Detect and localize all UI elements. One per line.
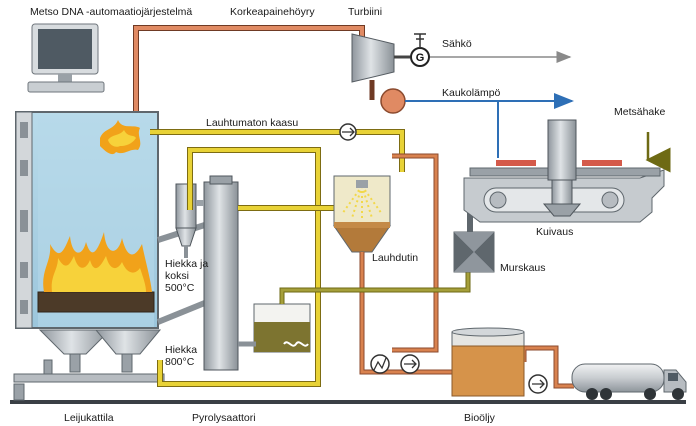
chip-feed-pipe — [279, 272, 471, 304]
hot-sand-label: Hiekka 800°C — [165, 344, 198, 368]
electricity-label: Sähkö — [442, 38, 472, 50]
cooler-wave-icon — [373, 357, 387, 371]
boiler-label: Leijukattila — [64, 412, 114, 424]
computer-icon — [27, 23, 105, 93]
ground-line — [10, 400, 686, 404]
dna-label: Metso DNA -automaatiojärjestelmä — [30, 6, 193, 18]
feed-screw — [238, 303, 311, 353]
forest-chips-label: Metsähake — [614, 106, 666, 118]
pyrolysis-label: Pyrolysaattori — [192, 412, 256, 424]
drying-label: Kuivaus — [536, 226, 574, 238]
bio-oil-label: Bioöljy — [464, 412, 495, 424]
dryer — [463, 119, 665, 223]
condenser — [333, 175, 391, 253]
boiler-hoppers — [13, 329, 165, 401]
steam-pipe-outline — [133, 25, 365, 112]
district-heat-label: Kaukolämpö — [442, 87, 501, 99]
generator-label: G — [416, 52, 425, 64]
steam-label: Korkeapainehöyry — [230, 6, 315, 18]
condenser-label: Lauhdutin — [372, 252, 419, 264]
oil-pump-arrow-icon — [404, 359, 417, 369]
turbine-icon — [351, 33, 395, 83]
flame-icon — [43, 120, 152, 292]
gas-blower-arrow-icon — [342, 127, 355, 137]
ground-symbol-icon — [414, 33, 426, 48]
crusher-icon — [453, 231, 495, 273]
crushing-label: Murskaus — [500, 262, 546, 274]
turbine-label: Turbiini — [348, 6, 383, 18]
bio-oil-tank — [451, 327, 525, 397]
noncond-gas-label: Lauhtumaton kaasu — [206, 117, 299, 129]
noncond-gas-pipes — [150, 129, 405, 387]
sand-coke-label: Hiekka ja koksi 500°C — [165, 258, 209, 294]
tanker-truck-icon — [571, 363, 687, 400]
hot-sand-pipe — [156, 297, 214, 325]
heat-exchanger-icon — [380, 88, 406, 114]
loading-pump-arrow-icon — [532, 379, 545, 389]
steam-pipe — [134, 26, 364, 112]
chip-feed-pipe-inner — [280, 272, 470, 304]
